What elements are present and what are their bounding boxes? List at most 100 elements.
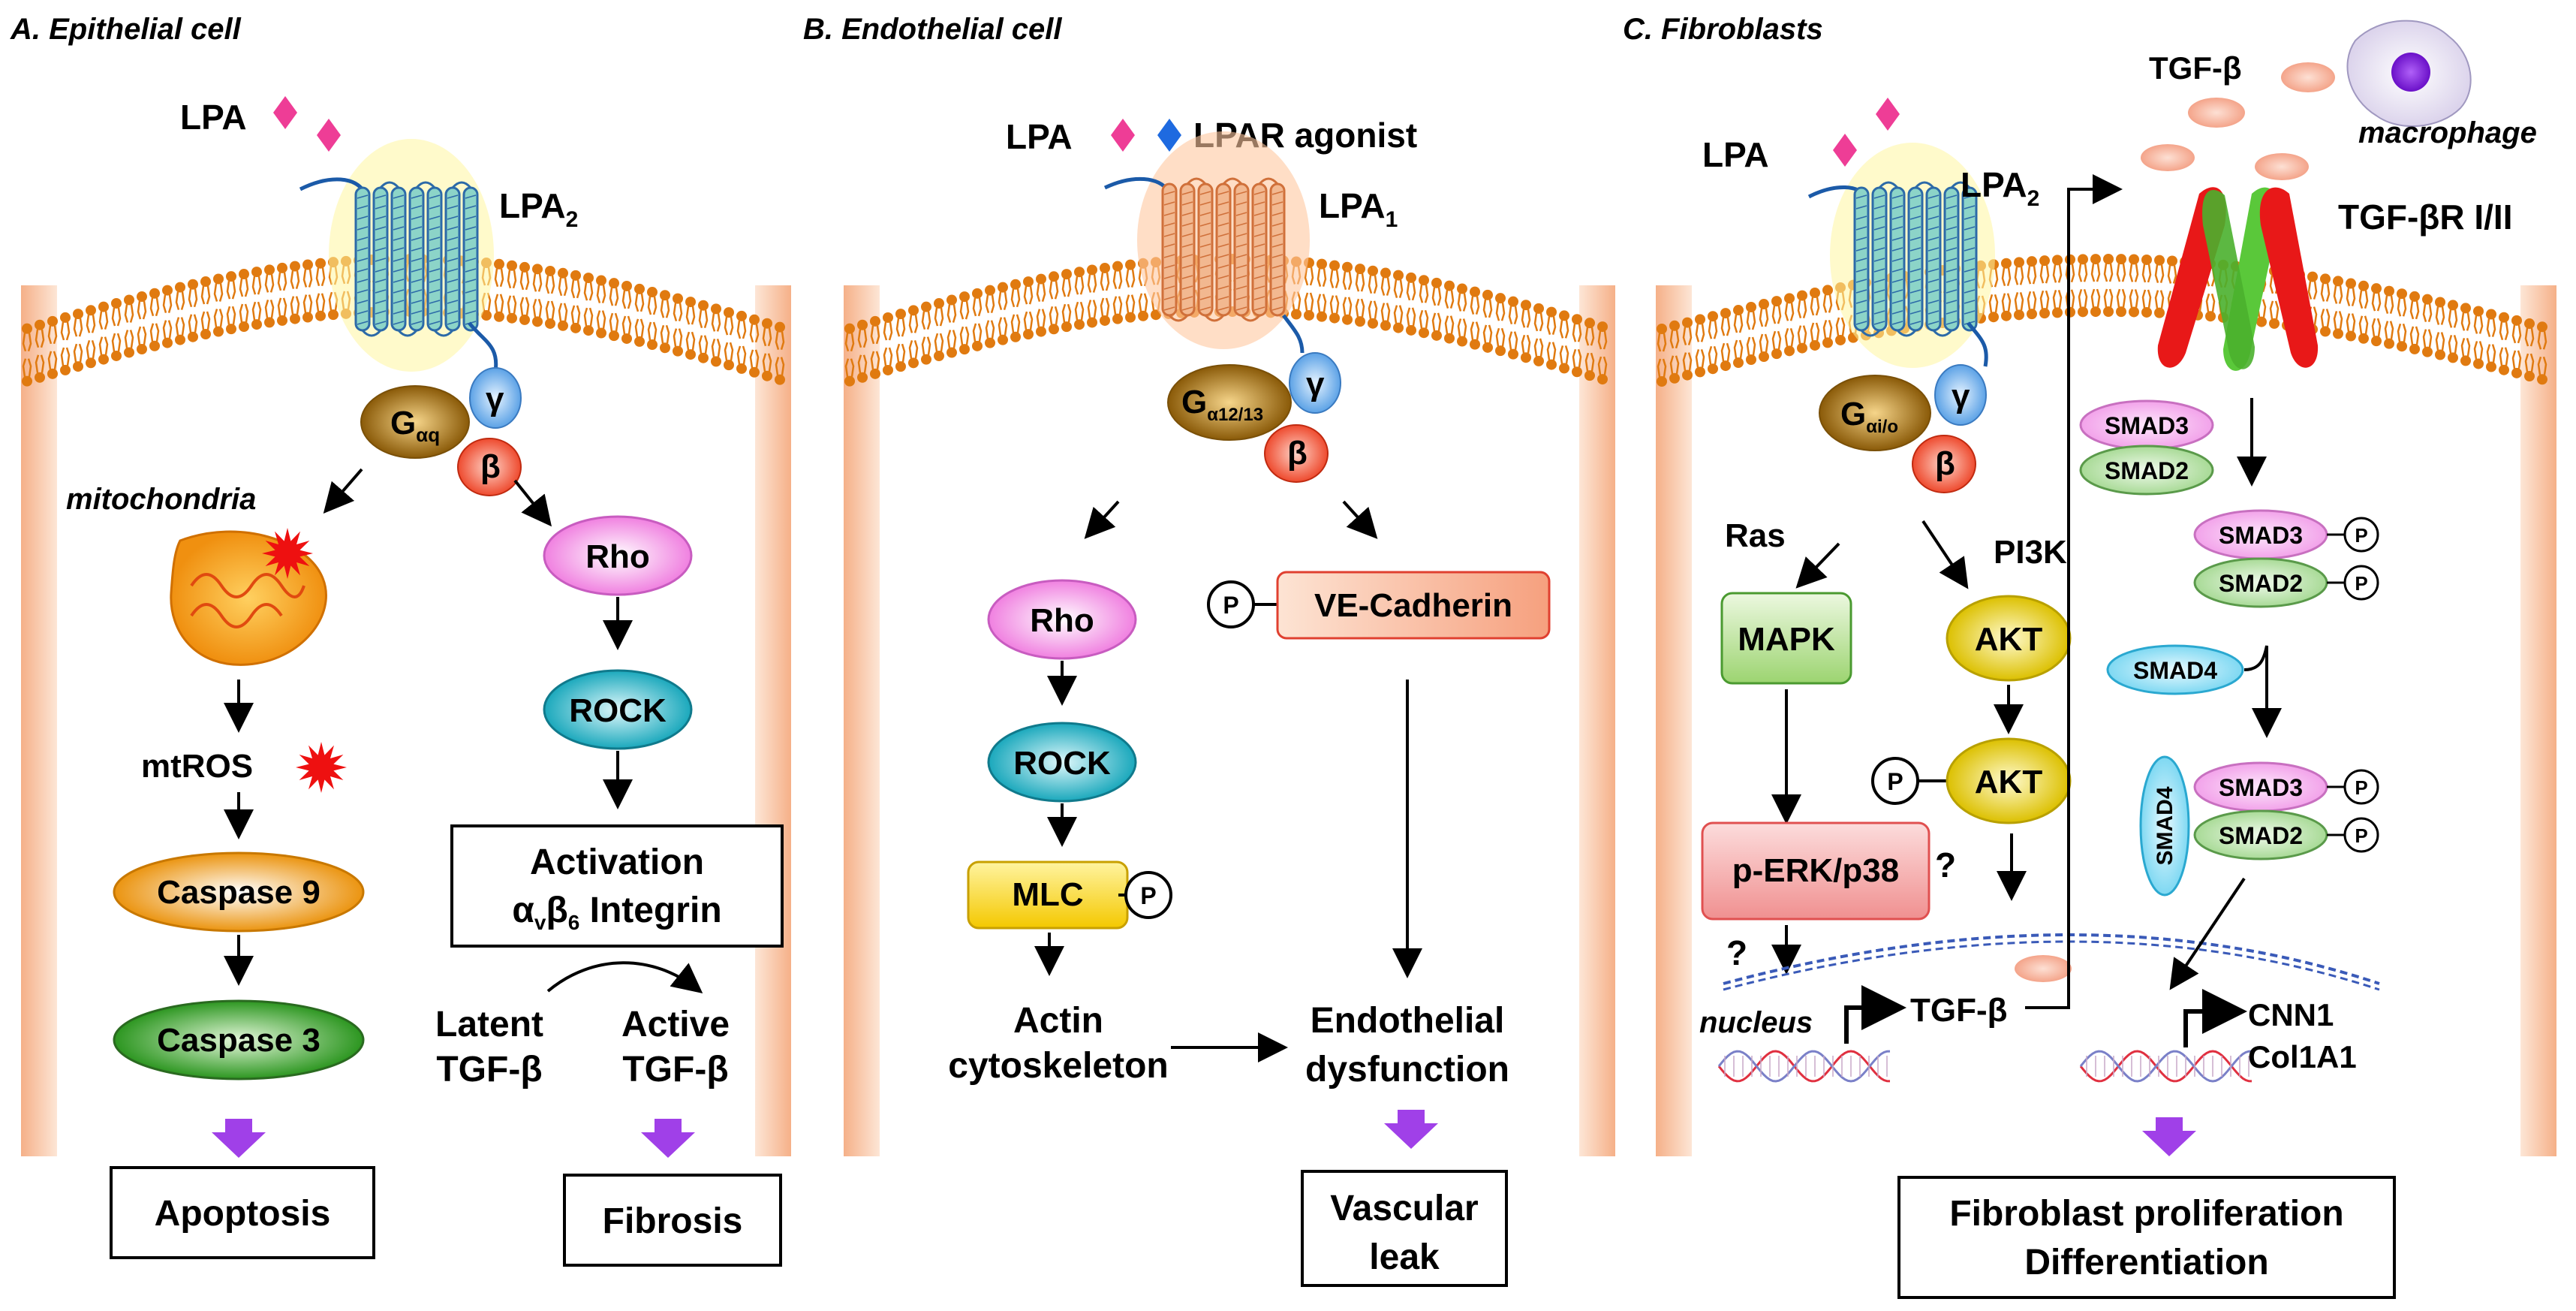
c-question-2: ?	[1935, 845, 1956, 885]
c-tgfbr-receptor	[2157, 187, 2319, 371]
c-akt-label-2: AKT	[1975, 764, 2043, 800]
b-gamma-label: γ	[1306, 366, 1325, 402]
c-smad3-complex-badge	[2343, 769, 2379, 805]
c-arrow-g-akt	[1921, 520, 1969, 589]
c-arrow-g-mapk	[1795, 542, 1840, 589]
a-ros-burst-icon-1	[262, 528, 313, 579]
a-activation-label: Activation	[530, 842, 704, 882]
b-vecad-node	[1276, 571, 1551, 640]
a-apoptosis-label: Apoptosis	[155, 1194, 331, 1234]
panel-b: LPA LPAR agonist LPA1 Gα12/13 γ β Rho RO…	[948, 116, 1551, 1287]
b-actin-label-1: Actin	[1013, 1001, 1103, 1041]
c-akt-label-1: AKT	[1975, 621, 2043, 658]
a-active-label-1: Active	[621, 1005, 730, 1044]
b-g-label: Gα12/13	[1181, 384, 1263, 425]
b-lpa-diamond	[1111, 119, 1135, 152]
a-arrow-g-mito	[323, 468, 363, 514]
c-smad2-complex-label: SMAD2	[2219, 822, 2303, 849]
a-lpa-diamond-1	[273, 96, 297, 129]
c-macrophage-label: macrophage	[2358, 116, 2537, 149]
a-arrow-g-rho	[513, 479, 552, 527]
panel-c-title: C. Fibroblasts	[1623, 13, 1823, 46]
c-outcome-box	[1897, 1176, 2396, 1299]
c-outcome-label-1: Fibroblast proliferation	[1949, 1194, 2343, 1234]
c-smad2-complex-p: P	[2355, 824, 2367, 847]
a-receptor-label: LPA2	[499, 186, 578, 232]
c-tgfb-gene-label: TGF-β	[1910, 992, 2008, 1029]
b-mlc-label: MLC	[1012, 876, 1083, 913]
b-beta-label: β	[1287, 435, 1308, 472]
c-cnn1-promoter-arrow	[2183, 989, 2247, 1047]
c-tgfb-ligand-1	[2281, 62, 2335, 92]
c-outcome-label-2: Differentiation	[2024, 1243, 2268, 1282]
c-lpa-diamond-1	[1833, 134, 1857, 167]
panel-a-title: A. Epithelial cell	[10, 13, 242, 46]
c-tgfbr-label: TGF-βR I/II	[2338, 197, 2513, 237]
b-endo-label-2: dysfunction	[1305, 1050, 1509, 1089]
c-smad3-complex-label: SMAD3	[2219, 774, 2303, 801]
c-col1a1-label: Col1A1	[2248, 1039, 2357, 1074]
b-rho-label: Rho	[1030, 602, 1094, 639]
c-cnn1-label: CNN1	[2248, 997, 2334, 1032]
c-dna-icon-2	[2079, 1050, 2252, 1083]
a-mitochondria-label: mitochondria	[66, 483, 256, 516]
c-outcome-arrow-icon	[2142, 1117, 2196, 1156]
b-arrow-g-rho	[1084, 500, 1120, 539]
c-smad3-p-mark: P	[2355, 524, 2367, 547]
c-dna-icon-1	[1717, 1050, 1891, 1083]
a-lpa2-receptor	[299, 139, 498, 372]
b-leak-arrow-icon	[1384, 1110, 1438, 1149]
c-pi3k-label: PI3K	[1994, 534, 2067, 571]
c-akt-p-label: P	[1887, 768, 1903, 795]
a-lpa-label: LPA	[180, 98, 247, 137]
a-integrin-box	[450, 824, 784, 948]
a-fibrosis-arrow-icon	[641, 1119, 695, 1158]
c-gamma-label: γ	[1952, 378, 1970, 414]
c-nucleus-label: nucleus	[1699, 1006, 1813, 1039]
b-arrow-g-vecad	[1342, 500, 1378, 539]
b-rock-label: ROCK	[1013, 745, 1111, 782]
c-smad3-phospho-badge	[2343, 517, 2379, 553]
c-lpa2-receptor	[1807, 143, 1995, 368]
b-g-protein	[1167, 352, 1341, 483]
c-mapk-node	[1720, 592, 1852, 685]
c-smad4-complex	[2139, 755, 2190, 897]
c-smad4-free-label: SMAD4	[2133, 657, 2217, 684]
panel-b-title: B. Endothelial cell	[803, 13, 1062, 46]
cell-walls	[21, 285, 2556, 1156]
b-lpa1-receptor	[1103, 131, 1310, 354]
c-tgfb-secreted	[2015, 955, 2072, 982]
c-mapk-label: MAPK	[1738, 621, 1835, 658]
c-tgfb-ligand-3	[2141, 144, 2195, 171]
a-apoptosis-box	[110, 1166, 375, 1259]
a-latent-label-1: Latent	[435, 1005, 543, 1044]
c-smad3-p-label: SMAD3	[2219, 522, 2303, 549]
c-smad2-phospho-badge	[2343, 565, 2379, 601]
c-smad2-complex-badge	[2343, 817, 2379, 853]
a-rho-node	[543, 515, 693, 596]
c-smad3-free-label: SMAD3	[2105, 412, 2189, 439]
a-beta-label: β	[480, 448, 501, 485]
a-mtros-label: mtROS	[141, 748, 253, 785]
c-perk-label: p-ERK/p38	[1732, 852, 1899, 889]
a-caspase9-label: Caspase 9	[157, 874, 320, 911]
a-caspase3-node	[113, 999, 365, 1080]
a-gamma-label: γ	[486, 381, 504, 417]
c-receptor-label: LPA2	[1961, 165, 2039, 211]
b-receptor-label: LPA1	[1319, 186, 1398, 232]
a-caspase3-label: Caspase 3	[157, 1022, 320, 1059]
a-g-label: Gαq	[390, 405, 440, 446]
b-actin-label-2: cytoskeleton	[948, 1046, 1168, 1086]
macrophage-icon	[2346, 20, 2472, 128]
a-lpa-diamond-2	[317, 119, 341, 152]
b-leak-label-2: leak	[1369, 1237, 1440, 1277]
panel-c: LPA LPA2 Gαi/o γ β Ras PI3K MAPK p-ERK/p…	[1699, 20, 2537, 1299]
b-rho-node	[987, 579, 1137, 660]
b-lpa-label: LPA	[1006, 117, 1073, 156]
b-rock-node	[987, 722, 1137, 803]
c-smad2-free	[2079, 445, 2214, 496]
b-vecad-p-label: P	[1223, 592, 1238, 619]
panel-a: LPA LPA2 Gαq γ β mitochondria mtROS	[66, 96, 784, 1267]
a-g-protein	[360, 367, 522, 496]
